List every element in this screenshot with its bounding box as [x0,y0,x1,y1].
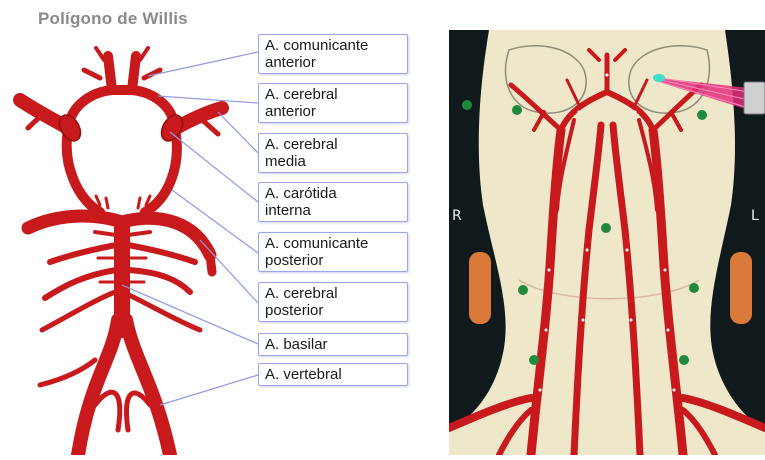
right-side-indicator: R [452,208,462,224]
ear-right [730,252,752,324]
label-anterior-cerebral-artery: A. cerebralanterior [258,83,408,123]
vertebral-artery-left [78,320,118,455]
posterior-cerebral-artery-left [28,216,122,228]
artery-diagram [20,48,222,455]
carotid-stump-right [157,111,187,144]
anterior-cerebral-artery-left [108,56,112,90]
label-middle-cerebral-artery: A. cerebralmedia [258,133,408,173]
label-internal-carotid-artery: A. carótidainterna [258,182,408,222]
posterior-communicating-left [67,130,100,212]
anterior-cerebral-artery-right [132,56,136,90]
ear-left [469,252,491,324]
label-basilar-artery: A. basilar [258,333,408,356]
posterior-cerebral-artery-right [122,218,210,255]
label-posterior-cerebral-artery: A. cerebralposterior [258,282,408,322]
label-anterior-communicating-artery: A. comunicanteanterior [258,34,408,74]
label-vertebral-artery: A. vertebral [258,363,408,386]
vertebral-artery-right [126,320,170,455]
label-posterior-communicating-artery: A. comunicanteposterior [258,232,408,272]
left-side-indicator: L [751,208,759,224]
neck-arteries-illustration: R L [449,30,765,455]
neck-arteries-svg [449,30,765,455]
